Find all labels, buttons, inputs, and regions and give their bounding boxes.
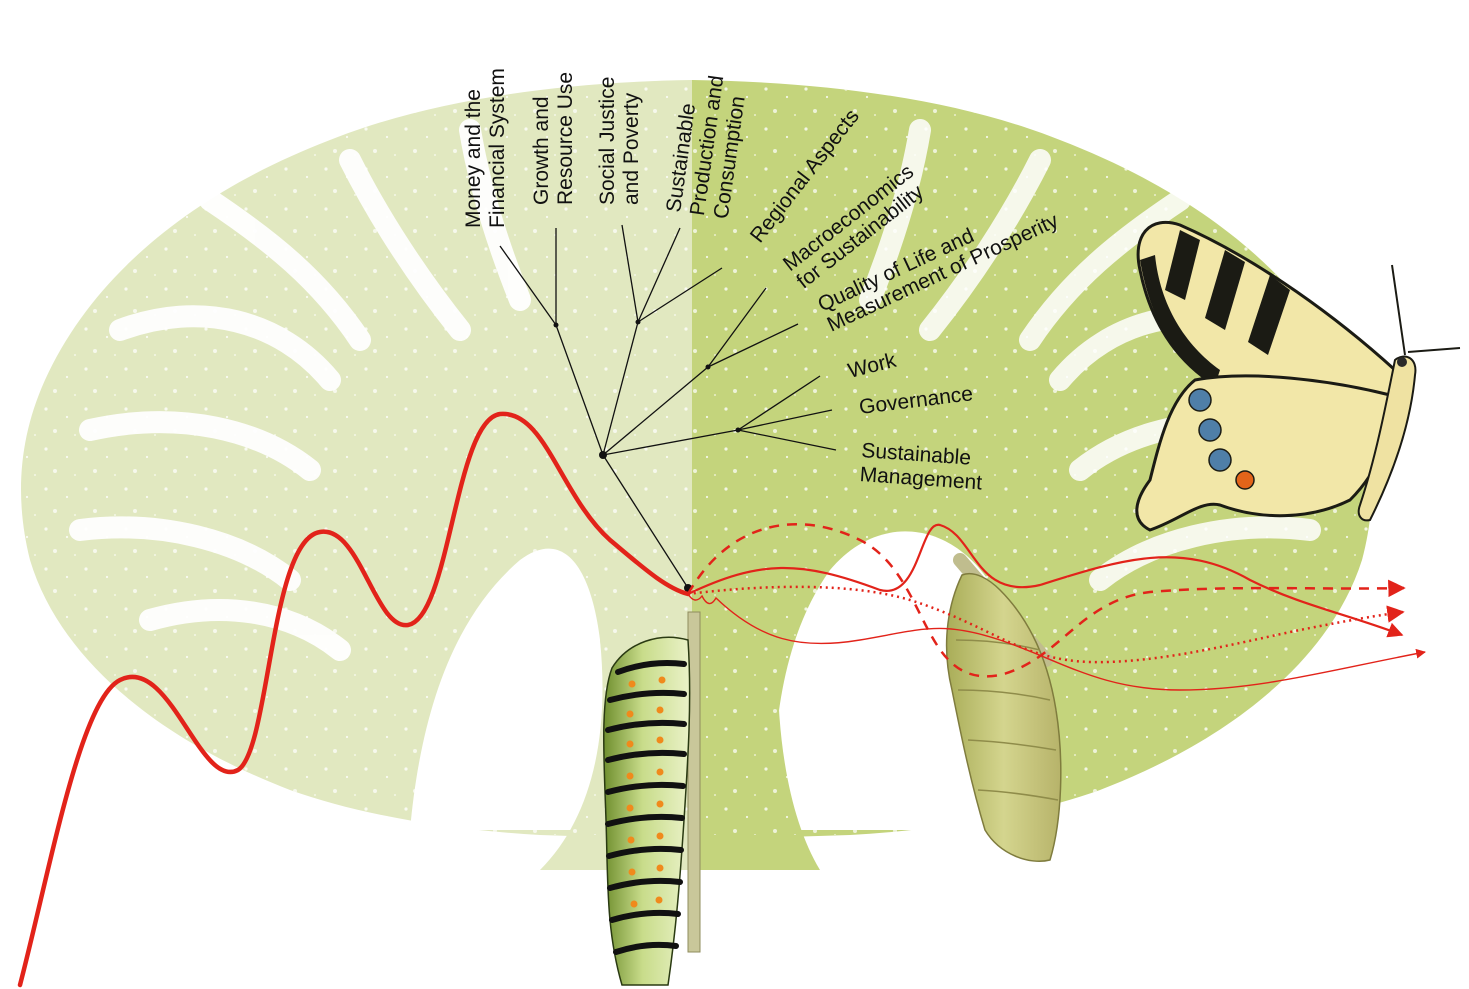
caterpillar-body <box>604 637 690 985</box>
caterpillar-illustration <box>604 612 700 985</box>
label-growth: Growth and Resource Use <box>530 72 577 205</box>
node-upper <box>706 365 711 370</box>
node-lower <box>736 428 741 433</box>
node-hub <box>599 451 607 459</box>
label-money: Money and the Financial System <box>462 68 509 228</box>
label-money-line-2: Financial System <box>486 68 509 228</box>
label-growth-line-2: Resource Use <box>554 72 577 205</box>
label-growth-line-1: Growth and <box>530 96 553 205</box>
label-social-line-1: Social Justice <box>596 77 619 205</box>
node-left <box>554 323 559 328</box>
label-management: Sustainable Management <box>859 439 985 494</box>
butterfly-eye <box>1397 357 1407 367</box>
butterfly-red-spot <box>1236 471 1254 489</box>
label-money-line-1: Money and the <box>462 89 485 228</box>
label-social-line-2: and Poverty <box>620 92 643 205</box>
node-middle <box>636 320 641 325</box>
butterfly-antennae <box>1392 265 1460 355</box>
